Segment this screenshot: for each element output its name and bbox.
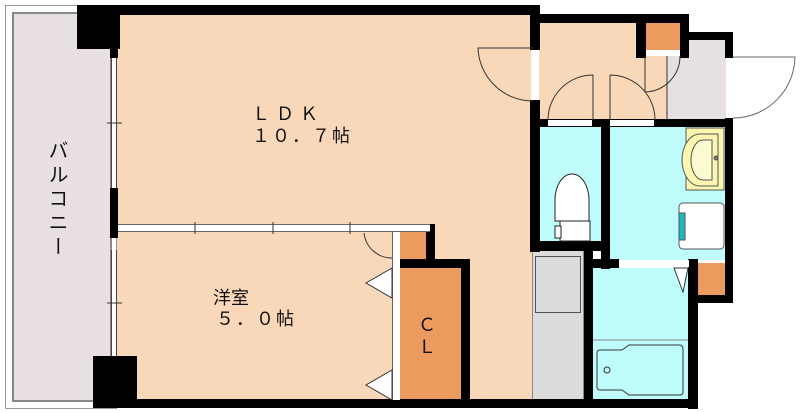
ldk-label: ＬＤＫ xyxy=(252,104,324,124)
ldk-door-swing-icon xyxy=(477,47,534,102)
closet-door-strip[interactable] xyxy=(392,232,400,400)
bathtub-icon xyxy=(596,344,684,396)
closet xyxy=(400,267,462,400)
bathroom xyxy=(592,268,688,400)
washbasin-icon xyxy=(681,127,725,191)
wall-top-ldk xyxy=(77,5,540,15)
western-room-size: ５．０帖 xyxy=(216,309,296,329)
bath-door-opening[interactable] xyxy=(619,260,689,267)
ldk-size: １０．７帖 xyxy=(252,126,352,146)
wall-shoe-left xyxy=(636,14,646,58)
wall-left-top xyxy=(110,5,118,58)
wall-ldk-right-top xyxy=(530,5,540,50)
washing-machine-icon xyxy=(678,202,725,250)
cabinet-door-swing-icon xyxy=(644,55,681,93)
balcony xyxy=(12,12,112,402)
toilet-door-swing-icon xyxy=(547,74,594,121)
ldk-door-opening[interactable] xyxy=(531,50,539,100)
front-door-opening[interactable] xyxy=(726,58,733,118)
closet-small xyxy=(400,232,427,262)
western-room-label: 洋室 xyxy=(213,288,249,308)
wall-toilet-bottom xyxy=(530,241,610,251)
western-door-swing-icon xyxy=(363,232,393,259)
wall-wash-bottom xyxy=(584,259,619,268)
bath-folding-door-icon xyxy=(673,267,689,294)
wall-toilet-right xyxy=(601,119,610,269)
shoe-cabinet-door xyxy=(644,50,680,56)
wall-kitchen-bath xyxy=(584,241,593,407)
wall-storage-bottom xyxy=(688,295,733,303)
front-door-swing-icon xyxy=(732,56,796,119)
wall-closet-small-right xyxy=(426,224,435,264)
wall-bottom xyxy=(93,399,698,408)
toilet-icon xyxy=(554,173,591,242)
wall-ldk-right-bottom xyxy=(530,100,540,252)
wall-entrance-right-top xyxy=(725,32,733,58)
kitchen-sink xyxy=(535,256,581,313)
wall-left-mid xyxy=(110,188,118,238)
linen-storage xyxy=(697,263,725,295)
wall-entrance-top xyxy=(680,32,733,40)
wall-bath-right xyxy=(688,259,698,409)
toilet-door-opening[interactable] xyxy=(548,120,592,126)
partition-sliding-door[interactable] xyxy=(118,224,430,232)
wall-hall-top xyxy=(537,14,689,23)
closet-label: Ｃ Ｌ xyxy=(418,315,436,357)
washroom-door-swing-icon xyxy=(609,74,656,121)
washroom-door-opening[interactable] xyxy=(610,120,654,126)
wall-entrance-right xyxy=(725,118,733,303)
balcony-label: バルコニー xyxy=(45,140,67,260)
closet-folding-door-icon xyxy=(364,267,393,401)
wall-closet-right xyxy=(461,259,470,407)
shoe-cabinet xyxy=(644,20,680,50)
